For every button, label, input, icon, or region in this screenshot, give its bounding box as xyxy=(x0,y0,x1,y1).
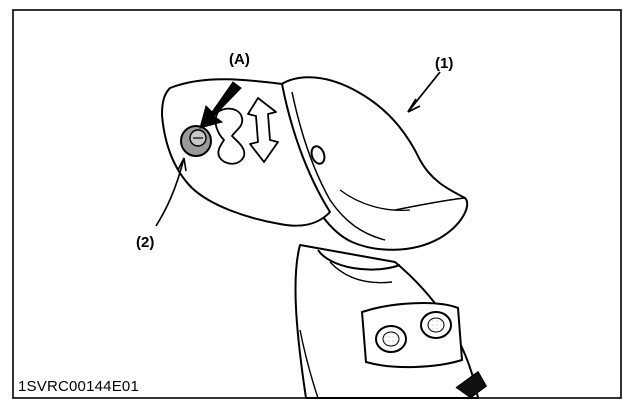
connector-stub xyxy=(455,370,487,399)
grip-screw-hole xyxy=(310,145,326,165)
leader-2 xyxy=(155,157,187,227)
callout-a: (A) xyxy=(229,51,250,68)
slot xyxy=(214,107,246,165)
push-button-left xyxy=(375,325,407,353)
push-button-right xyxy=(420,311,452,339)
slide-direction-arrow xyxy=(247,97,279,163)
leader-1 xyxy=(407,71,441,113)
figure-id: 1SVRC00144E01 xyxy=(18,378,140,395)
arrow-a xyxy=(199,81,242,129)
lock-knob xyxy=(180,125,212,157)
callout-part-2: (2) xyxy=(136,234,154,251)
callout-part-1: (1) xyxy=(435,55,453,72)
